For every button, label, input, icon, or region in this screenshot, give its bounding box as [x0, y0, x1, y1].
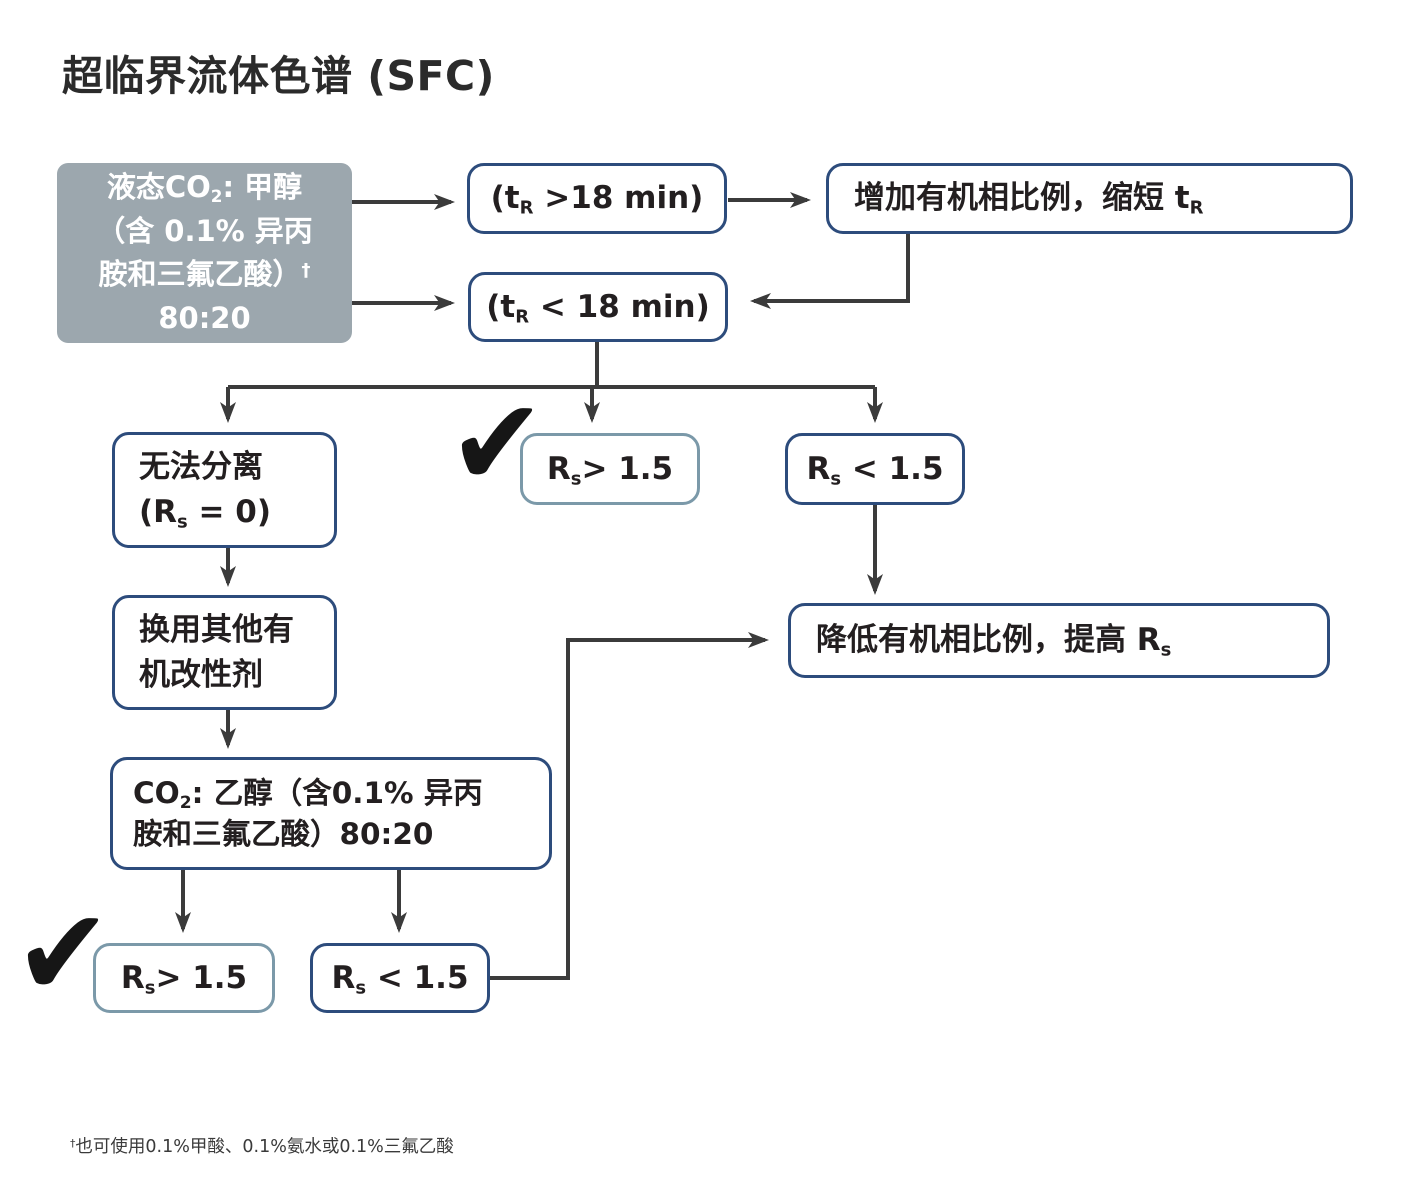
label-text: > 1.5 — [581, 450, 674, 487]
label-text: (t — [486, 288, 516, 325]
node-label-line: 胺和三氟乙酸）† — [99, 253, 311, 297]
subscript: s — [1160, 639, 1172, 661]
label-text: = 0) — [187, 494, 272, 530]
label-text: 液态CO — [106, 170, 211, 204]
node-label-line: Rs> 1.5 — [121, 956, 247, 1000]
node-label-line: 换用其他有 — [139, 611, 294, 648]
label-text: (R — [139, 494, 178, 530]
label-text: < 1.5 — [841, 450, 944, 487]
node-liquid-co2-methanol: 液态CO2: 甲醇 （含 0.1% 异丙 胺和三氟乙酸）† 80:20 — [57, 163, 352, 343]
footnote-text: 也可使用0.1%甲酸、0.1%氨水或0.1%三氟乙酸 — [75, 1137, 454, 1157]
node-decrease-organic: 降低有机相比例，提高 Rs — [788, 603, 1330, 678]
node-no-separation: 无法分离 (Rs = 0) — [112, 432, 337, 548]
label-text: : 乙醇（含0.1% 异丙 — [191, 775, 483, 810]
node-label-line: （含 0.1% 异丙 — [96, 213, 313, 248]
node-increase-organic: 增加有机相比例，缩短 tR — [826, 163, 1353, 234]
node-label-line: 80:20 — [158, 300, 251, 335]
node-label-line: 液态CO2: 甲醇 — [107, 166, 302, 210]
node-co2-ethanol: CO2: 乙醇（含0.1% 异丙 胺和三氟乙酸）80:20 — [110, 757, 552, 870]
label-text: 胺和三氟乙酸） — [98, 257, 302, 291]
node-rs-lt-1-5-bottom: Rs < 1.5 — [310, 943, 490, 1013]
node-label-line: (tR >18 min) — [491, 176, 704, 220]
subscript: R — [1189, 197, 1204, 219]
subscript: s — [830, 468, 842, 490]
label-text: R — [806, 450, 831, 487]
subscript: s — [570, 468, 582, 490]
node-tr-gt-18min: (tR >18 min) — [467, 163, 727, 234]
check-icon-bottom: ✔ — [14, 882, 112, 1024]
node-label-line: Rs < 1.5 — [331, 956, 468, 1000]
subscript: R — [519, 197, 534, 219]
node-rs-ge-1-5-top: Rs> 1.5 — [520, 433, 700, 505]
label-text: R — [546, 450, 571, 487]
label-text: (t — [490, 180, 520, 217]
node-rs-ge-1-5-bottom: Rs> 1.5 — [93, 943, 275, 1013]
node-rs-lt-1-5-top: Rs < 1.5 — [785, 433, 965, 505]
node-label-line: (Rs = 0) — [139, 490, 334, 535]
dagger-mark: † — [301, 259, 311, 281]
check-icon-top: ✔ — [448, 372, 546, 514]
node-label-line: (tR < 18 min) — [486, 285, 710, 329]
subscript: 2 — [179, 792, 192, 813]
subscript: s — [177, 511, 188, 533]
label-text: R — [120, 959, 145, 996]
label-text: CO — [133, 775, 180, 810]
node-label-line: 降低有机相比例，提高 Rs — [816, 618, 1327, 662]
label-text: < 1.5 — [366, 959, 469, 996]
node-label-line: CO2: 乙醇（含0.1% 异丙 — [133, 773, 549, 814]
label-text: > 1.5 — [155, 959, 248, 996]
label-text: : 甲醇 — [222, 170, 303, 204]
subscript: s — [144, 977, 156, 999]
label-text: < 18 min) — [529, 288, 710, 325]
node-label-line: 无法分离 — [139, 449, 263, 486]
page-title: 超临界流体色谱 (SFC) — [62, 52, 495, 100]
node-label-line: Rs < 1.5 — [806, 447, 943, 491]
arrow-rs-low-bottom-to-decrease — [489, 632, 769, 980]
label-text: >18 min) — [533, 180, 704, 217]
node-label-line: Rs> 1.5 — [547, 447, 673, 491]
subscript: R — [515, 306, 530, 328]
node-change-modifier: 换用其他有 机改性剂 — [112, 595, 337, 710]
label-text: 增加有机相比例，缩短 t — [854, 180, 1190, 217]
subscript: s — [355, 977, 367, 999]
subscript: 2 — [210, 186, 223, 207]
node-tr-lt-18min: (tR < 18 min) — [468, 272, 728, 342]
label-text: 降低有机相比例，提高 R — [816, 622, 1161, 659]
node-label-line: 胺和三氟乙酸）80:20 — [133, 816, 434, 851]
footnote: †也可使用0.1%甲酸、0.1%氨水或0.1%三氟乙酸 — [70, 1133, 454, 1158]
arrow-increase-to-trlt18 — [750, 233, 910, 309]
dagger-mark: † — [70, 1137, 76, 1151]
node-label-line: 增加有机相比例，缩短 tR — [854, 176, 1350, 220]
label-text: R — [331, 959, 356, 996]
node-label-line: 机改性剂 — [139, 656, 263, 693]
